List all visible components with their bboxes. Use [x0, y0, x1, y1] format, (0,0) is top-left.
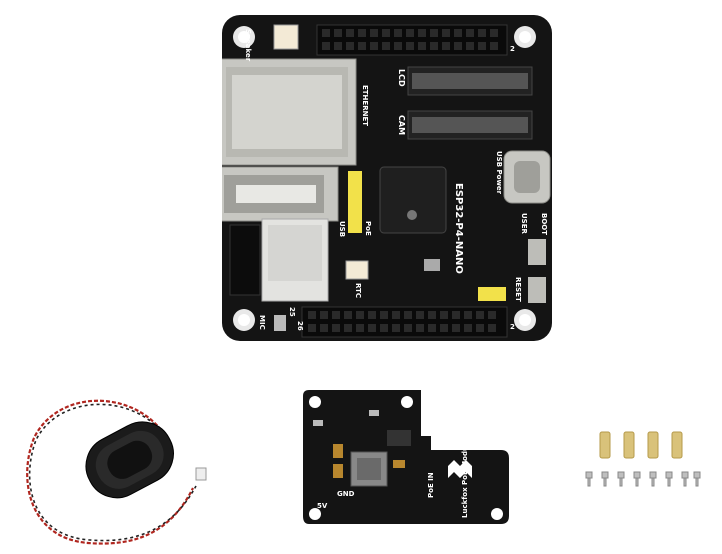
poe-module-graphic — [303, 390, 509, 524]
mounting-hole-icon — [233, 26, 536, 331]
rtc-label: RTC — [354, 283, 362, 298]
mic-label: MIC — [258, 315, 266, 330]
cam-label: CAM — [397, 115, 406, 136]
lcd-label: LCD — [397, 69, 406, 87]
pin-25-label: 25 — [288, 307, 296, 317]
poe-label: PoE — [364, 221, 372, 236]
speaker-label: Speaker — [244, 29, 252, 62]
pin-top-right-label: 2 — [510, 45, 515, 53]
pin-bottom-right-label: 2 — [510, 323, 515, 331]
gnd-label: GND — [337, 490, 355, 498]
boot-label: BOOT — [540, 213, 548, 236]
user-label: USER — [520, 213, 528, 234]
hardware-accessories — [576, 428, 706, 492]
poe-module: Luckfox PoE Module PoE IN GND 5V — [303, 390, 513, 538]
reset-label: RESET — [514, 277, 522, 302]
usb-label: USB — [338, 221, 346, 238]
chip-label: ESP32-P4-NANO — [453, 183, 464, 274]
ethernet-label: ETHERNET — [361, 85, 369, 127]
speaker-accessory — [18, 388, 218, 548]
usb-power-label: USB Power — [495, 151, 503, 195]
luckfox-logo-icon — [448, 460, 472, 478]
5v-label: 5V — [317, 502, 328, 510]
main-board-graphic — [222, 15, 552, 341]
speaker-icon — [26, 399, 207, 545]
pin-26-label: 26 — [296, 321, 304, 331]
main-board: Speaker ETHERNET LCD CAM USB Power ESP32… — [222, 15, 552, 341]
poe-module-title: Luckfox PoE Module — [461, 438, 469, 518]
poe-in-label: PoE IN — [427, 472, 435, 498]
standoffs-screws-icon — [585, 431, 701, 487]
